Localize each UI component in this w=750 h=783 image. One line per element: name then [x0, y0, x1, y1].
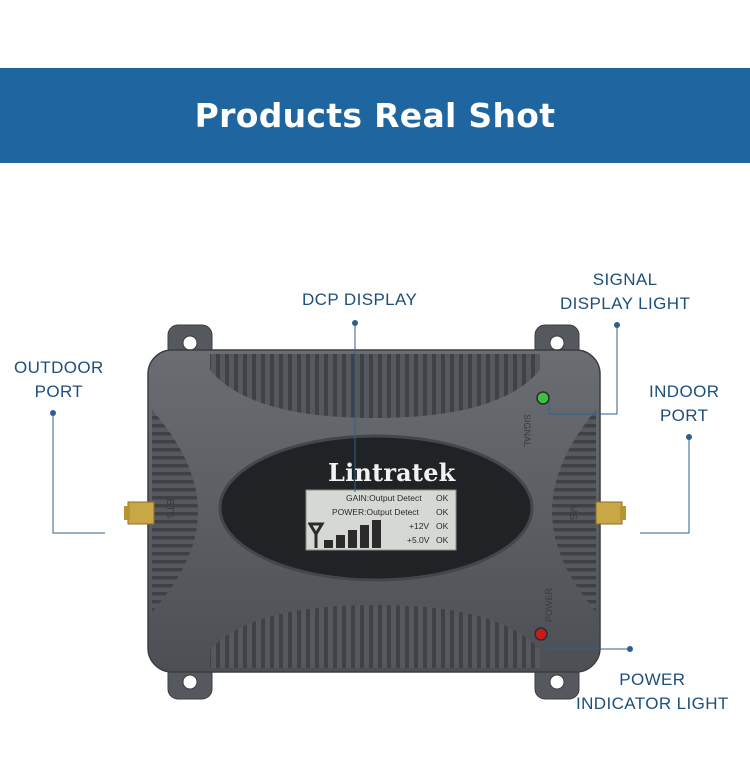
heat-fins-bottom — [210, 605, 540, 668]
lcd-signal-bar — [324, 540, 333, 548]
callout-lines — [50, 320, 692, 652]
callout-indoor-port-line2: PORT — [659, 406, 709, 425]
brand-logo: Lintratek — [328, 458, 456, 487]
lcd-signal-bar — [348, 530, 357, 548]
lcd-line-5v-status: OK — [436, 535, 449, 545]
callout-dcp-display-line1: DCP DISPLAY — [302, 290, 418, 309]
heat-fins-top — [210, 354, 540, 418]
callout-dcp-display: DCP DISPLAY — [302, 288, 417, 312]
lcd-line-5v: +5.0V — [407, 535, 430, 545]
power-led — [534, 627, 548, 641]
signal-label: SIGNAL — [522, 414, 532, 448]
signal-led — [536, 391, 550, 405]
callout-power-light-line2: INDICATOR LIGHT — [576, 694, 729, 713]
header-banner: Products Real Shot — [0, 68, 750, 163]
indoor-port-connector — [595, 501, 626, 525]
callout-outdoor-port-line2: PORT — [34, 382, 84, 401]
callout-outdoor-port: OUTDOOR PORT — [14, 356, 104, 404]
callout-outdoor-port-line1: OUTDOOR — [14, 358, 104, 377]
heat-fins-left — [152, 410, 198, 612]
lcd-line-power-status: OK — [436, 507, 449, 517]
heat-fins-right — [552, 410, 596, 612]
ms-port-label: MS — [567, 505, 578, 520]
lcd-signal-bar — [336, 535, 345, 548]
power-label: POWER — [544, 587, 554, 622]
lcd-signal-bar — [360, 525, 369, 548]
lcd-line-gain: GAIN:Output Detect — [346, 493, 422, 503]
callout-indoor-port: INDOOR PORT — [649, 380, 719, 428]
bts-port-label: BTS — [164, 498, 176, 519]
callout-indoor-port-line1: INDOOR — [649, 382, 720, 401]
lcd-line-power: POWER:Output Detect — [332, 507, 419, 517]
lcd-antenna-icon — [308, 522, 325, 548]
callout-signal-light-line2: DISPLAY LIGHT — [560, 294, 691, 313]
callout-power-light: POWER INDICATOR LIGHT — [576, 668, 729, 716]
lcd-line-12v-status: OK — [436, 521, 449, 531]
lcd-line-gain-status: OK — [436, 493, 449, 503]
lcd-line-12v: +12V — [409, 521, 430, 531]
lcd-signal-bar — [372, 520, 381, 548]
callout-signal-light-line1: SIGNAL — [592, 270, 658, 289]
page-title: Products Real Shot — [194, 96, 556, 135]
callout-signal-light: SIGNAL DISPLAY LIGHT — [560, 268, 690, 316]
outdoor-port-connector — [124, 501, 155, 525]
callout-power-light-line1: POWER — [619, 670, 686, 689]
lcd-signal-bars — [308, 520, 381, 548]
